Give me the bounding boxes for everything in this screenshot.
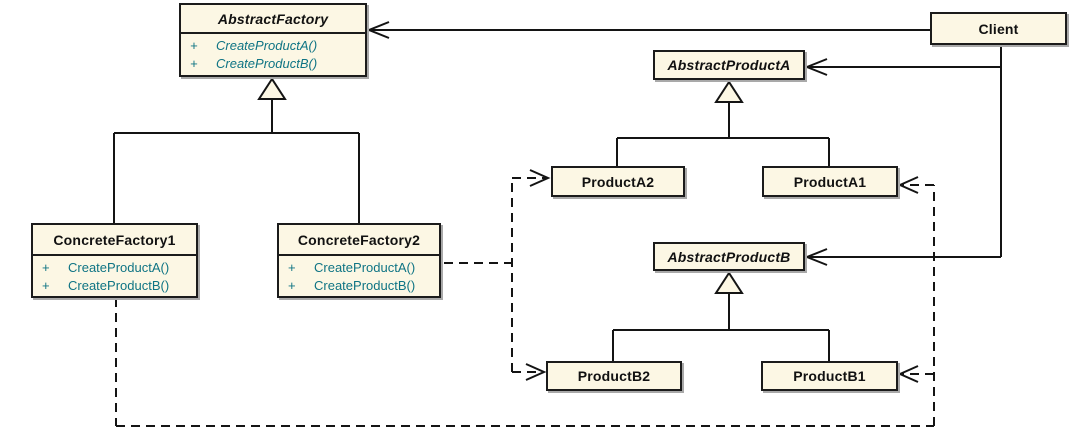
hollow-triangle-abstractproducta-icon bbox=[714, 80, 744, 103]
generalization-tree-abstractproductb[interactable] bbox=[612, 271, 830, 361]
class-product-b1[interactable]: ProductB1 bbox=[761, 361, 898, 391]
method-name: CreateProductA() bbox=[216, 38, 318, 53]
client-usage-links[interactable] bbox=[366, 21, 1002, 266]
class-title: AbstractProductA bbox=[667, 57, 791, 73]
methods-compartment: + CreateProductA() + CreateProductB() bbox=[279, 256, 439, 295]
open-arrowhead-productb1-icon bbox=[897, 365, 919, 383]
visibility-symbol: + bbox=[190, 38, 198, 53]
method-row: + CreateProductB() bbox=[42, 277, 196, 295]
open-arrowhead-producta2-icon bbox=[529, 169, 551, 187]
visibility-symbol: + bbox=[288, 260, 296, 275]
method-name: CreateProductB() bbox=[314, 278, 416, 293]
method-row: + CreateProductA() bbox=[288, 259, 439, 277]
class-abstract-factory[interactable]: AbstractFactory + CreateProductA() + Cre… bbox=[179, 3, 367, 77]
class-concrete-factory-2[interactable]: ConcreteFactory2 + CreateProductA() + Cr… bbox=[277, 223, 441, 298]
visibility-symbol: + bbox=[42, 278, 50, 293]
class-title: AbstractFactory bbox=[181, 5, 365, 34]
dependency-concretefactory2-links[interactable] bbox=[444, 169, 551, 381]
class-title: AbstractProductB bbox=[667, 248, 791, 265]
method-row: + CreateProductA() bbox=[42, 259, 196, 277]
generalization-tree-abstractproducta[interactable] bbox=[616, 80, 830, 166]
generalization-tree-abstractfactory[interactable] bbox=[113, 77, 360, 223]
class-title: Client bbox=[978, 20, 1019, 37]
class-title: ConcreteFactory1 bbox=[33, 225, 196, 256]
visibility-symbol: + bbox=[288, 278, 296, 293]
dependency-concretefactory1-links[interactable] bbox=[115, 176, 935, 427]
methods-compartment: + CreateProductA() + CreateProductB() bbox=[33, 256, 196, 295]
hollow-triangle-abstractfactory-icon bbox=[257, 77, 287, 100]
class-product-b2[interactable]: ProductB2 bbox=[546, 361, 682, 391]
method-name: CreateProductB() bbox=[68, 278, 170, 293]
method-row: + CreateProductB() bbox=[190, 55, 365, 73]
visibility-symbol: + bbox=[190, 56, 198, 71]
open-arrowhead-abstractproductb-icon bbox=[804, 248, 828, 266]
class-title: ProductB1 bbox=[793, 368, 866, 384]
class-product-a2[interactable]: ProductA2 bbox=[551, 166, 685, 197]
hollow-triangle-abstractproductb-icon bbox=[714, 271, 744, 294]
method-row: + CreateProductB() bbox=[288, 277, 439, 295]
class-title: ProductA1 bbox=[793, 173, 867, 190]
class-product-a1[interactable]: ProductA1 bbox=[762, 166, 898, 197]
class-abstract-product-b[interactable]: AbstractProductB bbox=[653, 242, 805, 271]
open-arrowhead-producta1-icon bbox=[897, 176, 919, 194]
class-concrete-factory-1[interactable]: ConcreteFactory1 + CreateProductA() + Cr… bbox=[31, 223, 198, 298]
class-abstract-product-a[interactable]: AbstractProductA bbox=[653, 50, 805, 80]
method-name: CreateProductA() bbox=[68, 260, 170, 275]
class-title: ProductB2 bbox=[577, 368, 651, 384]
open-arrowhead-abstractproducta-icon bbox=[804, 58, 828, 76]
class-title: ConcreteFactory2 bbox=[279, 225, 439, 256]
class-title: ProductA2 bbox=[581, 173, 655, 190]
method-name: CreateProductB() bbox=[216, 56, 318, 71]
class-client[interactable]: Client bbox=[930, 12, 1067, 45]
method-name: CreateProductA() bbox=[314, 260, 416, 275]
method-row: + CreateProductA() bbox=[190, 37, 365, 55]
open-arrowhead-productb2-icon bbox=[525, 363, 547, 381]
open-arrowhead-abstractfactory-icon bbox=[366, 21, 390, 39]
visibility-symbol: + bbox=[42, 260, 50, 275]
methods-compartment: + CreateProductA() + CreateProductB() bbox=[181, 34, 365, 73]
